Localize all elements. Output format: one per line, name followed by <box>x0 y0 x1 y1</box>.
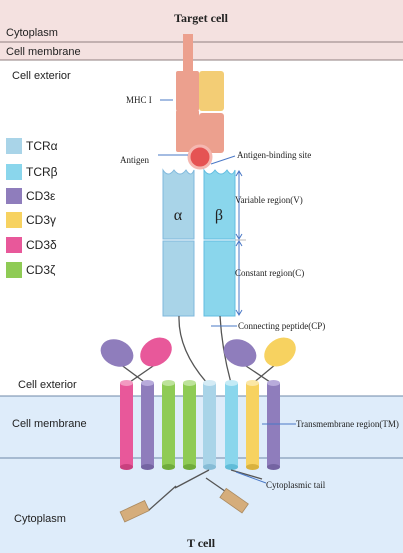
cd3z-left-tm-top <box>162 380 175 386</box>
beta-tail-stalk <box>230 469 263 480</box>
variable-bracket-top-arrow <box>235 170 243 177</box>
mhc-beta2m-bottom <box>199 113 224 153</box>
cd3z-left-tm-bottom <box>162 464 175 470</box>
cd3e-left-domain <box>100 339 134 367</box>
constant-bracket-top-arrow <box>235 240 243 247</box>
cd3d-domain <box>140 337 172 367</box>
beta-chain-letter: β <box>215 207 223 224</box>
target-cytoplasm-label: Cytoplasm <box>6 27 58 39</box>
mhc-anchor <box>183 34 193 72</box>
cd3g-domain <box>264 337 296 367</box>
tcell-exterior-label: Cell exterior <box>18 379 77 391</box>
legend-label-cd3d: CD3δ <box>26 238 57 252</box>
tcr-beta-variable-region <box>203 168 236 240</box>
cd3e-right-tm-bottom <box>267 464 280 470</box>
antigen-peptide <box>187 144 213 170</box>
tcr-beta-transmembrane <box>225 383 238 467</box>
transmembrane-region-label: Transmembrane region(TM) <box>296 419 399 429</box>
alpha-chain-letter: α <box>174 207 183 224</box>
legend-swatch-tcr-alpha <box>6 138 22 154</box>
cd3d-tm-top <box>120 380 133 386</box>
mhc-alpha2-domain <box>176 110 199 152</box>
cd3d-transmembrane <box>120 383 133 467</box>
cd3e-right-tm-top <box>267 380 280 386</box>
tcr-alpha-constant-region <box>162 240 195 317</box>
cytoplasmic-tail-right <box>219 487 249 514</box>
target-cytoplasm-band <box>0 0 403 42</box>
cd3d-stalk <box>126 363 157 385</box>
tcr-alpha-variable-region <box>162 168 195 240</box>
tcell-membrane-label: Cell membrane <box>12 418 87 430</box>
legend-swatch-tcr-beta <box>6 164 22 180</box>
cd3e-right-stalk <box>242 363 274 385</box>
mhc-label: MHC I <box>126 95 152 105</box>
target-membrane-band <box>0 42 403 60</box>
tcr-alpha-transmembrane <box>203 383 216 467</box>
variable-region-label: Variable region(V) <box>235 195 303 205</box>
tcr-beta-tm-bottom <box>225 464 238 470</box>
cd3e-left-tm-bottom <box>141 464 154 470</box>
constant-bracket-bottom-arrow <box>235 309 243 316</box>
cd3z-right-transmembrane <box>183 383 196 467</box>
cd3g-tm-top <box>246 380 259 386</box>
legend-label-tcr-beta: TCRβ <box>26 165 58 179</box>
cytoplasmic-tail-label: Cytoplasmic tail <box>266 480 326 490</box>
legend-swatch-cd3d <box>6 237 22 253</box>
cd3e-left-tm-top <box>141 380 154 386</box>
cd3z-right-tm-top <box>183 380 196 386</box>
cd3e-left-stalk <box>119 363 148 385</box>
legend-label-tcr-alpha: TCRα <box>26 139 58 153</box>
connecting-peptide-label: Connecting peptide(CP) <box>238 321 325 331</box>
tcr-beta-constant-region <box>203 240 236 317</box>
left-tail-link <box>148 485 177 511</box>
tcell-membrane-band <box>0 396 403 458</box>
binding-site-arrow <box>210 155 236 165</box>
cd3e-left-transmembrane <box>141 383 154 467</box>
cd3g-transmembrane <box>246 383 259 467</box>
tcr-alpha-tm-top <box>203 380 216 386</box>
variable-bracket-bottom-arrow <box>235 233 243 240</box>
legend-label-cd3e: CD3ε <box>26 189 56 203</box>
alpha-tail-stalk <box>174 469 210 489</box>
legend-label-cd3g: CD3γ <box>26 213 56 227</box>
alpha-connecting-peptide <box>178 315 208 384</box>
constant-region-label: Constant region(C) <box>235 268 304 278</box>
target-exterior-label: Cell exterior <box>12 70 71 82</box>
target-membrane-label: Cell membrane <box>6 46 81 58</box>
transmembrane-cylinders <box>120 380 280 470</box>
cd3g-tm-bottom <box>246 464 259 470</box>
mhc-alpha1-domain <box>176 71 199 111</box>
tcr-beta-tm-top <box>225 380 238 386</box>
legend-swatch-cd3z <box>6 262 22 278</box>
tcell-cytoplasm-label: Cytoplasm <box>14 513 66 525</box>
legend-label-cd3z: CD3ζ <box>26 263 56 277</box>
legend: TCRα TCRβ CD3ε CD3γ CD3δ CD3ζ <box>6 138 58 278</box>
legend-swatch-cd3g <box>6 212 22 228</box>
target-cell-title: Target cell <box>174 11 229 25</box>
tcell-title: T cell <box>187 536 216 550</box>
tcr-alpha-tm-bottom <box>203 464 216 470</box>
cd3d-tm-bottom <box>120 464 133 470</box>
legend-swatch-cd3e <box>6 188 22 204</box>
cd3z-left-transmembrane <box>162 383 175 467</box>
antigen-binding-site-label: Antigen-binding site <box>237 150 311 160</box>
cytoplasmic-tail-left <box>119 500 150 523</box>
cd3e-right-domain <box>223 339 257 367</box>
cd3z-right-tm-bottom <box>183 464 196 470</box>
mhc-beta2m-top <box>199 71 224 111</box>
cd3e-right-transmembrane <box>267 383 280 467</box>
antigen-label: Antigen <box>120 155 149 165</box>
cytoplasmic-tail-arrow <box>235 471 267 484</box>
